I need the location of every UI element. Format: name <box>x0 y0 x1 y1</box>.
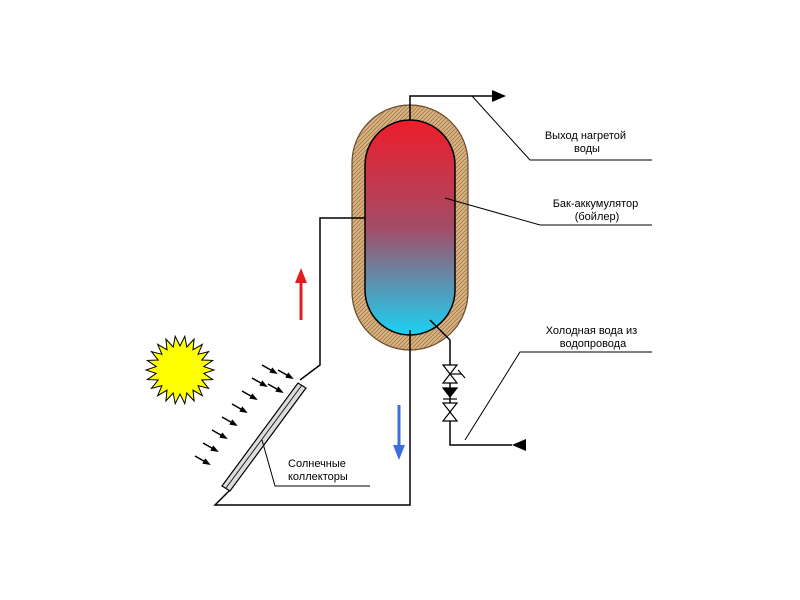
hot-return-pipe <box>299 217 365 381</box>
label-tank: Бак-аккумулятор (бойлер) <box>553 198 642 223</box>
arrow-up-icon <box>295 268 307 320</box>
boiler-tank <box>351 104 469 351</box>
check-valve-icon <box>441 387 459 400</box>
sun-ray-arrow <box>267 383 284 393</box>
hot-outlet-arrowhead <box>492 90 506 102</box>
leader-tank <box>444 197 652 226</box>
sun-ray-arrow <box>194 455 211 465</box>
label-cold-inlet: Холодная вода из водопровода <box>546 325 641 350</box>
sun-ray-arrow <box>277 369 294 379</box>
label-hot-outlet: Выход нагретой воды <box>545 130 629 155</box>
sun-ray-arrow <box>211 429 228 439</box>
tank-water <box>364 119 456 336</box>
cold-supply-pipe <box>213 330 411 506</box>
sun-ray-arrow <box>251 377 268 387</box>
sun-ray-arrow <box>241 390 258 400</box>
sun-ray-arrow <box>221 416 238 426</box>
hot-outlet-pipe <box>409 95 492 120</box>
sun-ray-arrow <box>231 403 248 413</box>
sun-icon <box>144 334 216 406</box>
leader-hot-outlet <box>471 95 652 161</box>
leader-collectors <box>261 439 370 487</box>
cold-inlet-arrowhead <box>512 439 526 451</box>
valve-icon <box>441 402 459 422</box>
solar-collector <box>221 382 307 492</box>
sun-ray-arrow <box>261 364 278 374</box>
arrow-down-icon <box>393 405 405 460</box>
sun-rays <box>194 364 294 465</box>
leader-cold-inlet <box>464 351 652 441</box>
sun-ray-arrow <box>202 442 219 452</box>
label-collectors: Солнечные коллекторы <box>288 458 349 483</box>
valve-icon <box>441 364 466 384</box>
leader-lines <box>261 95 652 487</box>
